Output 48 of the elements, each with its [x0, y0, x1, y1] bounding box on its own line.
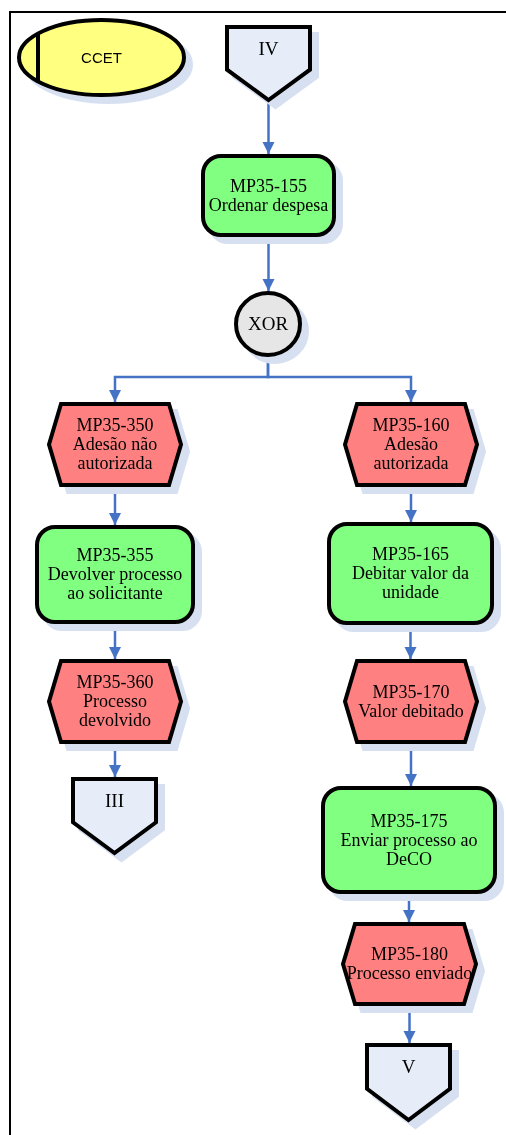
- step-code: MP35-350: [76, 416, 154, 435]
- event-hexagon: [343, 402, 479, 487]
- role-ellipse: [17, 18, 186, 97]
- step-label: Debitar valor da unidade: [351, 564, 470, 602]
- step-label: Adesão autorizada: [372, 435, 450, 473]
- step-label: Processo enviado: [346, 964, 473, 983]
- step-label: Enviar processo ao DeCO: [339, 830, 479, 869]
- step-code: MP35-155: [230, 176, 307, 196]
- xor-connector-circle: [234, 291, 302, 357]
- arrow: [108, 744, 122, 777]
- arrow: [404, 487, 418, 522]
- step-code: MP35-355: [76, 546, 154, 565]
- node-label: III: [105, 791, 124, 811]
- event-hexagon: [341, 922, 478, 1006]
- node-label: IV: [258, 39, 279, 59]
- step-label: Adesão não autorizada: [71, 435, 159, 473]
- step-code: MP35-175: [370, 811, 448, 831]
- arrow: [262, 237, 275, 291]
- arrow: [266, 357, 418, 402]
- arrow: [402, 894, 416, 922]
- event-hexagon: [47, 659, 183, 744]
- arrow: [262, 102, 275, 154]
- arrow: [108, 487, 122, 525]
- step-label: Ordenar despesa: [208, 195, 329, 215]
- offpage-connector: [71, 777, 158, 855]
- step-label: Valor debitado: [358, 701, 464, 721]
- arrow: [108, 624, 122, 659]
- node-label: V: [401, 1057, 416, 1077]
- offpage-connector: [365, 1043, 452, 1122]
- event-hexagon: [47, 402, 183, 487]
- step-code: MP35-165: [372, 545, 449, 564]
- function-box: [201, 154, 336, 237]
- node-label: XOR: [247, 314, 289, 334]
- step-code: MP35-170: [372, 682, 450, 702]
- arrow: [403, 1006, 416, 1043]
- step-code: MP35-180: [371, 945, 448, 964]
- step-code: MP35-160: [372, 416, 450, 435]
- step-code: MP35-360: [76, 673, 154, 692]
- function-box: [327, 522, 494, 625]
- step-label: Devolver processo ao solicitante: [46, 565, 184, 603]
- node-label: CCET: [81, 49, 122, 66]
- event-hexagon: [343, 659, 479, 744]
- function-box: [35, 525, 195, 624]
- step-label: Processo devolvido: [78, 692, 152, 730]
- arrow: [404, 625, 417, 659]
- offpage-connector: [225, 25, 312, 102]
- arrow: [404, 744, 418, 786]
- function-box: [321, 786, 497, 894]
